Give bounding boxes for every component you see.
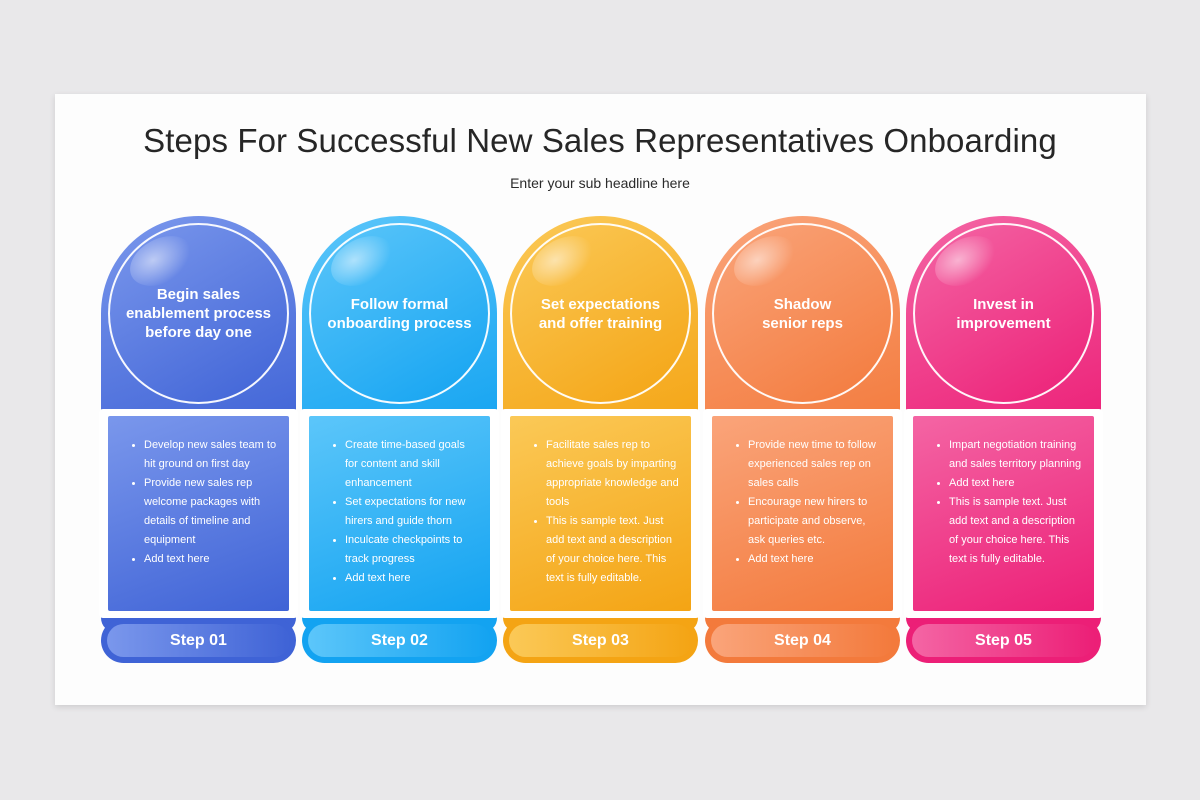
step-bullet: Create time-based goals for content and … [345, 436, 480, 493]
step-label: Step 04 [711, 624, 894, 657]
step-bullet-list: Facilitate sales rep to achieve goals by… [510, 416, 691, 588]
step-bullet: Add text here [748, 550, 883, 569]
step-circle: Invest in improvement [913, 223, 1094, 404]
step-label-pill: Step 03 [503, 618, 698, 663]
gloss-highlight [725, 226, 805, 296]
step-circle: Follow formal onboarding process [309, 223, 490, 404]
step-bullet: This is sample text. Just add text and a… [546, 512, 681, 588]
step-bullet: Add text here [345, 569, 480, 588]
step-label: Step 01 [107, 624, 290, 657]
step-circle: Shadow senior reps [712, 223, 893, 404]
step-bullet: Impart negotiation training and sales te… [949, 436, 1084, 474]
step-bullet: This is sample text. Just add text and a… [949, 493, 1084, 569]
step-heading: Invest in improvement [956, 295, 1051, 332]
step-heading: Follow formal onboarding process [327, 295, 472, 332]
step-card: Set expectations and offer trainingFacil… [501, 216, 700, 666]
step-label: Step 05 [912, 624, 1095, 657]
step-bullet-list: Develop new sales team to hit ground on … [108, 416, 289, 569]
step-label-pill: Step 05 [906, 618, 1101, 663]
step-bullet: Encourage new hirers to participate and … [748, 493, 883, 550]
step-label: Step 03 [509, 624, 692, 657]
step-bullet-list: Impart negotiation training and sales te… [913, 416, 1094, 569]
step-bullet: Add text here [949, 474, 1084, 493]
gloss-highlight [926, 226, 1006, 296]
gloss-highlight [523, 226, 603, 296]
step-heading: Shadow senior reps [762, 295, 843, 332]
gloss-highlight [322, 226, 402, 296]
step-heading: Begin sales enablement process before da… [125, 286, 272, 341]
step-label-pill: Step 04 [705, 618, 900, 663]
step-bullet: Inculcate checkpoints to track progress [345, 531, 480, 569]
step-circle: Set expectations and offer training [510, 223, 691, 404]
step-card: Begin sales enablement process before da… [99, 216, 298, 666]
step-bullet: Set expectations for new hirers and guid… [345, 493, 480, 531]
step-details-panel: Impart negotiation training and sales te… [913, 416, 1094, 611]
step-card: Shadow senior repsProvide new time to fo… [703, 216, 902, 666]
step-card: Follow formal onboarding processCreate t… [300, 216, 499, 666]
step-heading: Set expectations and offer training [538, 295, 663, 332]
step-details-panel: Facilitate sales rep to achieve goals by… [510, 416, 691, 611]
step-label: Step 02 [308, 624, 491, 657]
step-bullet: Facilitate sales rep to achieve goals by… [546, 436, 681, 512]
step-bullet: Develop new sales team to hit ground on … [144, 436, 279, 474]
step-details-panel: Develop new sales team to hit ground on … [108, 416, 289, 611]
step-bullet-list: Create time-based goals for content and … [309, 416, 490, 588]
step-card: Invest in improvementImpart negotiation … [904, 216, 1103, 666]
step-bullet: Provide new sales rep welcome packages w… [144, 474, 279, 550]
step-label-pill: Step 01 [101, 618, 296, 663]
step-details-panel: Create time-based goals for content and … [309, 416, 490, 611]
step-circle: Begin sales enablement process before da… [108, 223, 289, 404]
page-subtitle: Enter your sub headline here [510, 175, 690, 191]
step-label-pill: Step 02 [302, 618, 497, 663]
step-bullet: Add text here [144, 550, 279, 569]
page-title: Steps For Successful New Sales Represent… [143, 122, 1057, 159]
step-bullet-list: Provide new time to follow experienced s… [712, 416, 893, 569]
step-details-panel: Provide new time to follow experienced s… [712, 416, 893, 611]
step-bullet: Provide new time to follow experienced s… [748, 436, 883, 493]
